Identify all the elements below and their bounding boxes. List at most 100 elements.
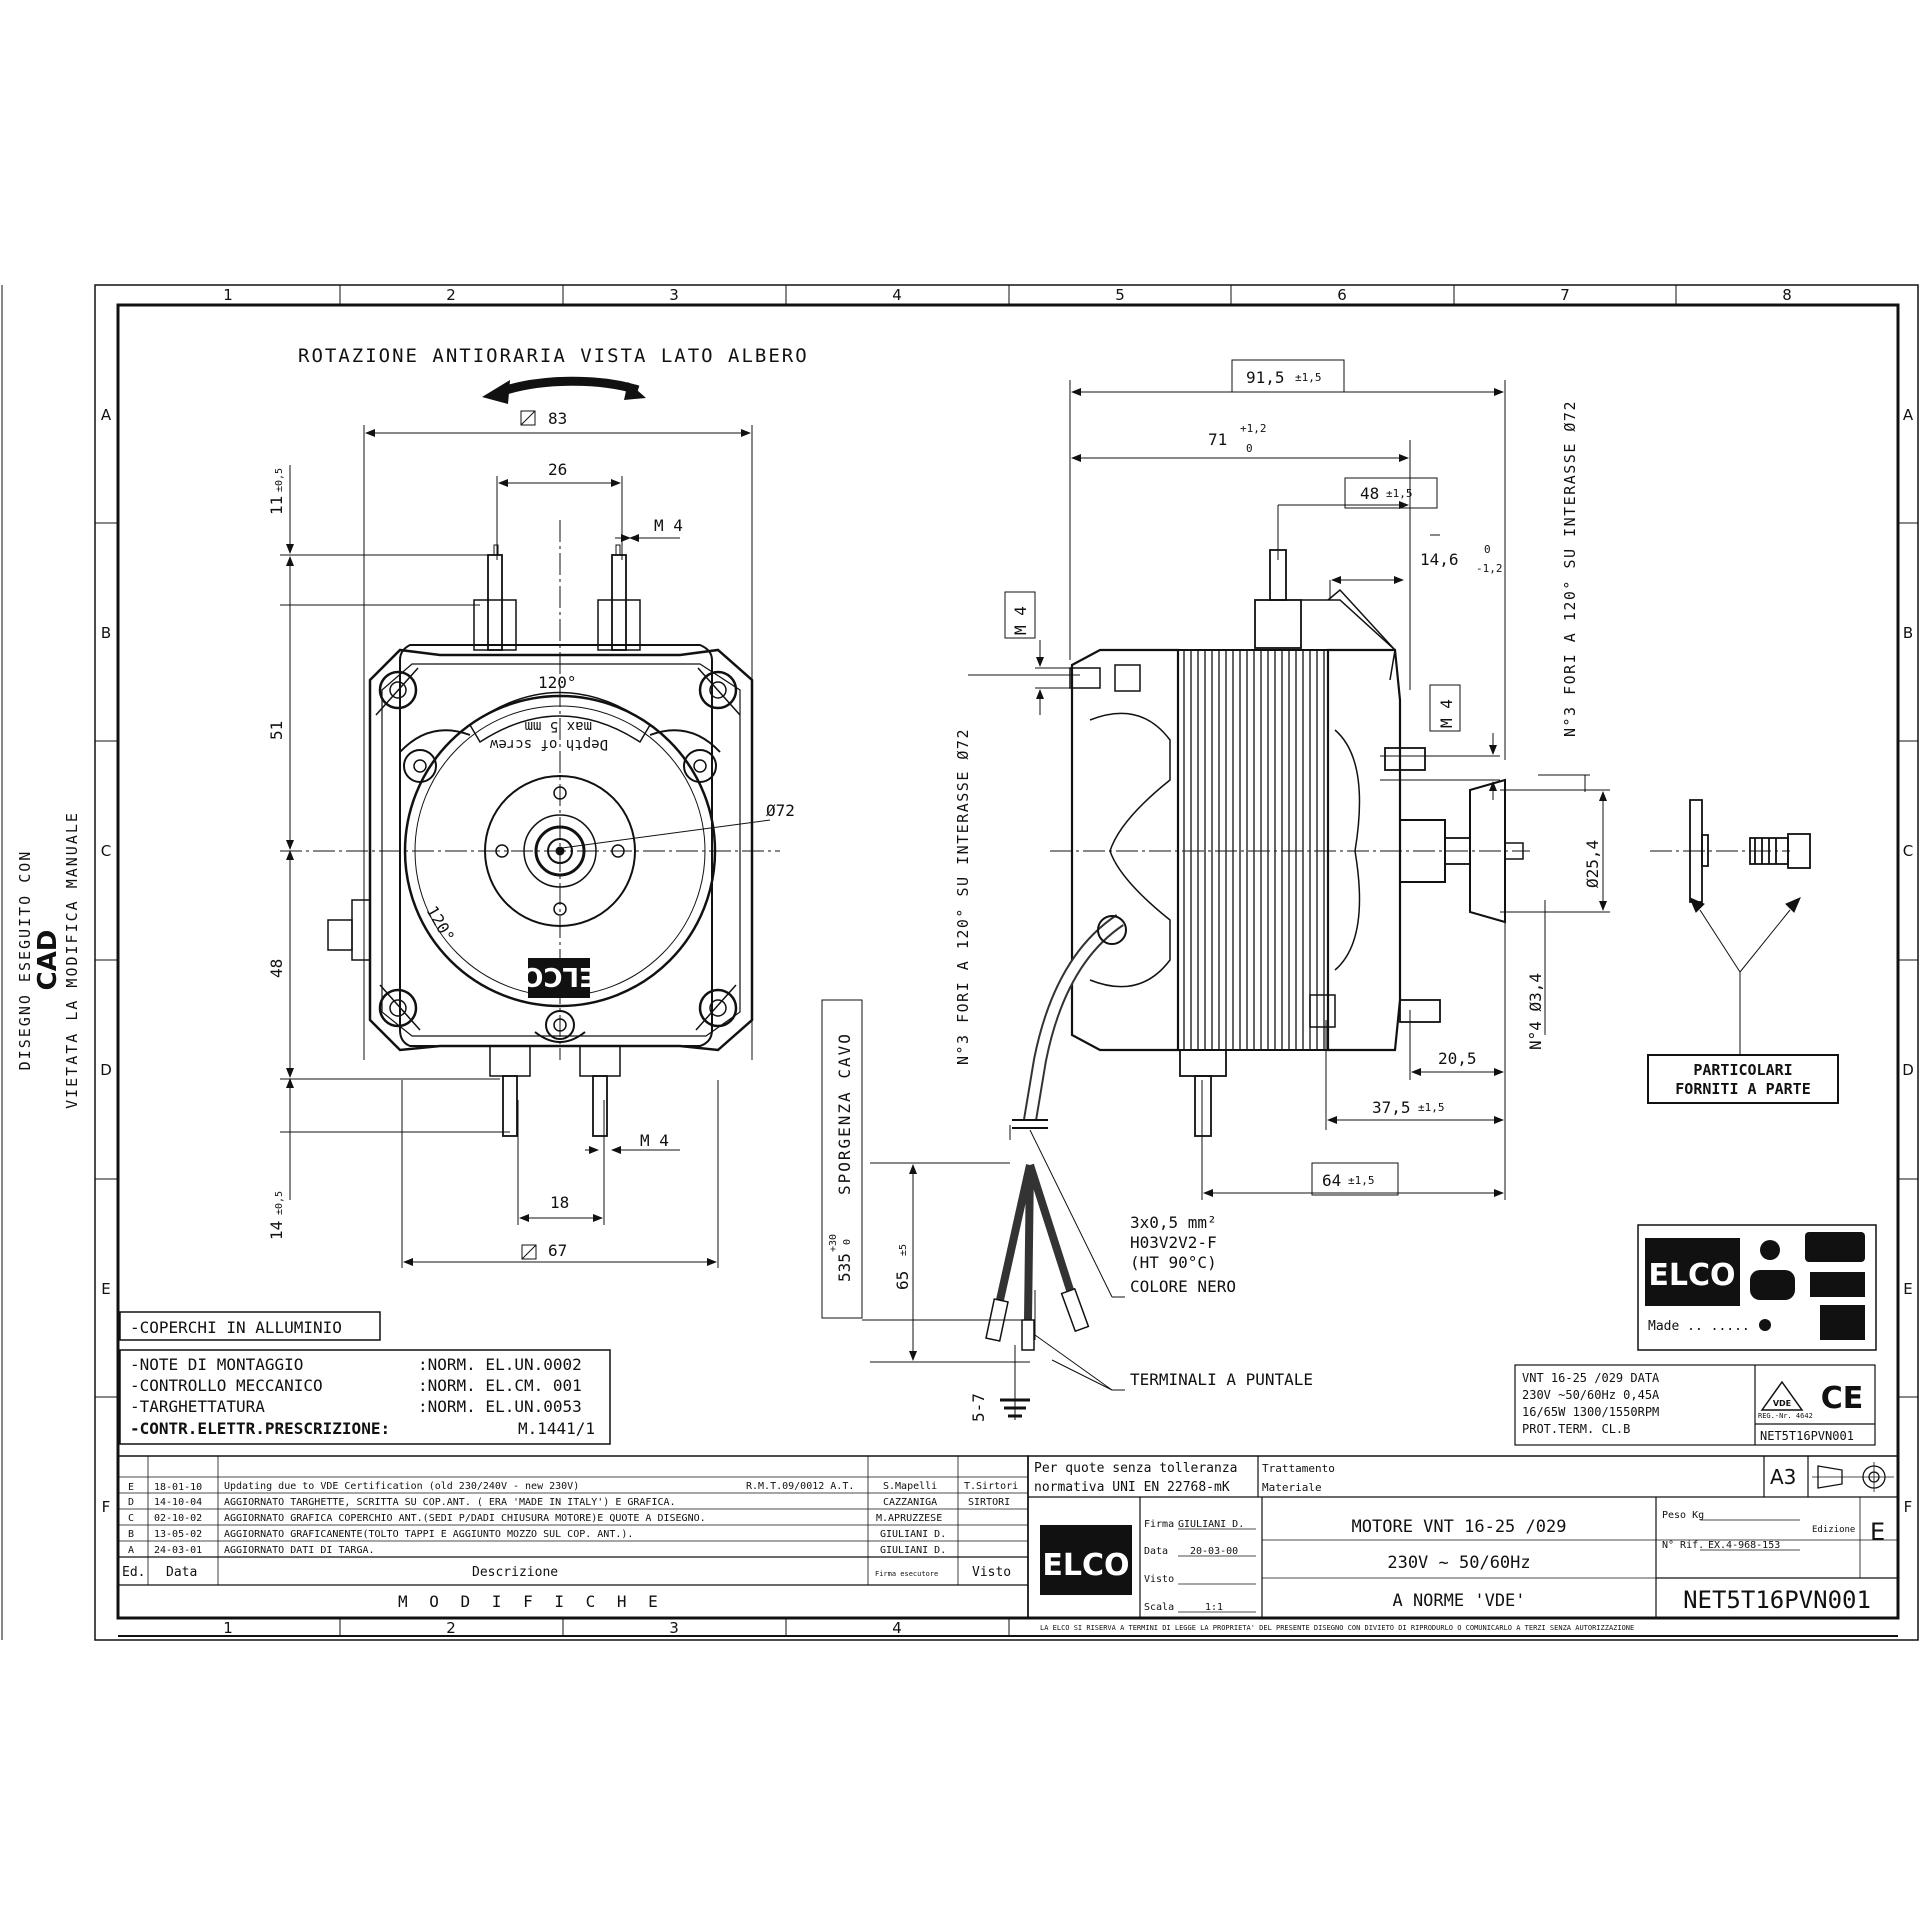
rev-header-firma: Firma esecutore <box>875 1570 938 1578</box>
rev-ed: B <box>128 1529 134 1540</box>
row-label: C <box>1903 842 1913 860</box>
dim-20-5: 20,5 <box>1438 1049 1477 1068</box>
col-label: 4 <box>892 286 902 304</box>
dim-48-side: 48 <box>1360 484 1379 503</box>
holes-left: N°3 FORI A 120° SU INTERASSE Ø72 <box>954 728 972 1065</box>
rotation-arrow <box>498 376 640 397</box>
dim-64-tol: ±1,5 <box>1348 1174 1375 1187</box>
cable-label: SPORGENZA CAVO <box>835 1032 854 1195</box>
dim-18: 18 <box>550 1193 569 1212</box>
col-label: 1 <box>223 286 233 304</box>
row-label: C <box>101 842 111 860</box>
note-value: :NORM. EL.UN.0002 <box>418 1355 582 1374</box>
rev-firma: M.APRUZZESE <box>876 1513 942 1524</box>
row-label: A <box>101 406 112 424</box>
dim-120-left: 120° <box>423 903 459 946</box>
row-label: A <box>1903 406 1914 424</box>
col-label: 2 <box>446 1619 456 1637</box>
frame-labels: 1 2 3 4 5 6 7 8 1 2 3 4 A B C D E F A B … <box>100 286 1914 1637</box>
row-label: B <box>101 624 111 642</box>
dim-25-4: Ø25,4 <box>1583 840 1602 888</box>
rev-desc: Updating due to VDE Certification (old 2… <box>224 1481 579 1492</box>
depth-line2: max 5 mm <box>525 718 592 734</box>
drawing-number: NET5T16PVN001 <box>1683 1586 1871 1614</box>
col-label: 2 <box>446 286 456 304</box>
dim-26: 26 <box>548 460 567 479</box>
dim-37-5-tol: ±1,5 <box>1418 1101 1445 1114</box>
rev-firma: GIULIANI D. <box>880 1529 946 1540</box>
title-block: Per quote senza tolleranza normativa UNI… <box>1027 1455 1899 1619</box>
col-label: 3 <box>669 286 679 304</box>
dim-120-top: 120° <box>538 673 577 692</box>
note-value: M.1441/1 <box>518 1419 595 1438</box>
row-label: F <box>102 1498 111 1516</box>
scala-label: Scala <box>1144 1602 1174 1613</box>
dim-65: 65 <box>893 1271 912 1290</box>
note-value: :NORM. EL.UN.0053 <box>418 1397 582 1416</box>
row-label: E <box>1903 1280 1912 1298</box>
separate-parts <box>1689 799 1811 903</box>
col-label: 4 <box>892 1619 902 1637</box>
rev-desc: AGGIORNATO TARGHETTE, SCRITTA SU COP.ANT… <box>224 1497 676 1508</box>
dim-71-tol-dn: 0 <box>1246 442 1253 455</box>
rev-header-visto: Visto <box>972 1565 1011 1580</box>
dim-48-tol: ±1,5 <box>1386 487 1413 500</box>
dim-535: 535 <box>835 1253 854 1282</box>
motor-front-body <box>327 544 754 1137</box>
col-label: 1 <box>223 1619 233 1637</box>
depth-line1: Depth of screw <box>489 736 608 752</box>
col-label: 7 <box>1560 286 1570 304</box>
rev-desc: AGGIORNATO GRAFICA COPERCHIO ANT.(SEDI P… <box>224 1513 706 1524</box>
col-label: 5 <box>1115 286 1125 304</box>
material-label: Materiale <box>1262 1481 1322 1494</box>
brand-logo: ELCO <box>1648 1258 1735 1293</box>
row-label: F <box>1904 1498 1913 1516</box>
ref-value: EX.4-968-153 <box>1708 1540 1780 1551</box>
rev-visto: SIRTORI <box>968 1497 1010 1508</box>
title-line2: 230V ~ 50/60Hz <box>1387 1553 1530 1573</box>
note-label: -NOTE DI MONTAGGIO <box>130 1355 303 1374</box>
dim-d72: Ø72 <box>766 801 795 820</box>
dim-64: 64 <box>1322 1171 1341 1190</box>
cad-note-line1: DISEGNO ESEGUITO CON <box>16 850 34 1071</box>
dim-535-tol-up: +30 <box>828 1234 839 1252</box>
rev-visto: T.Sirtori <box>964 1481 1018 1492</box>
dim-14-tol: ±0,5 <box>274 1191 285 1215</box>
dim-14-6: 14,6 <box>1420 550 1459 569</box>
rev-header-ed: Ed. <box>122 1565 145 1580</box>
edition-label: Edizione <box>1812 1525 1855 1535</box>
nameplate-code: NET5T16PVN001 <box>1760 1429 1854 1443</box>
brand-box: ELCO Made .. ..... <box>1637 1224 1877 1351</box>
rev-header-desc: Descrizione <box>472 1565 558 1580</box>
col-label: 3 <box>669 1619 679 1637</box>
dim-3-4: N°4 Ø3,4 <box>1526 973 1545 1050</box>
row-label: D <box>100 1061 112 1079</box>
ce-mark: CE <box>1821 1381 1864 1416</box>
wire-spec-1: 3x0,5 mm² <box>1130 1213 1217 1232</box>
note-label: -CONTR.ELETTR.PRESCRIZIONE: <box>130 1419 390 1438</box>
nameplate-line3: 16/65W 1300/1550RPM <box>1522 1405 1659 1419</box>
rev-date: 24-03-01 <box>154 1545 202 1556</box>
rev-header-date: Data <box>166 1565 197 1580</box>
rev-ed: C <box>128 1513 134 1524</box>
rev-ed: A <box>128 1545 134 1556</box>
treatment-label: Trattamento <box>1262 1462 1335 1475</box>
rev-ed: E <box>128 1482 134 1493</box>
front-logo-text: ELCO <box>521 961 597 991</box>
dim-67: 67 <box>548 1241 567 1260</box>
rev-firma: CAZZANIGA <box>883 1497 937 1508</box>
dim-5-7: 5-7 <box>969 1393 988 1422</box>
rev-ed: D <box>128 1497 134 1508</box>
dim-37-5: 37,5 <box>1372 1098 1411 1117</box>
edition-value: E <box>1870 1518 1885 1546</box>
front-elco-logo: ELCO <box>521 958 597 998</box>
rotation-title: ROTAZIONE ANTIORARIA VISTA LATO ALBERO <box>298 345 809 367</box>
dim-14-6-tol-up: 0 <box>1484 543 1491 556</box>
wire-spec-2: H03V2V2-F <box>1130 1233 1217 1252</box>
rev-date: 13-05-02 <box>154 1529 202 1540</box>
dim-71-tol-up: +1,2 <box>1240 422 1267 435</box>
note-label: -CONTROLLO MECCANICO <box>130 1376 323 1395</box>
rev-desc: AGGIORNATO GRAFICANENTE(TOLTO TAPPI E AG… <box>224 1529 633 1540</box>
motor-side-body <box>985 549 1524 1351</box>
visto-label: Visto <box>1144 1574 1174 1585</box>
